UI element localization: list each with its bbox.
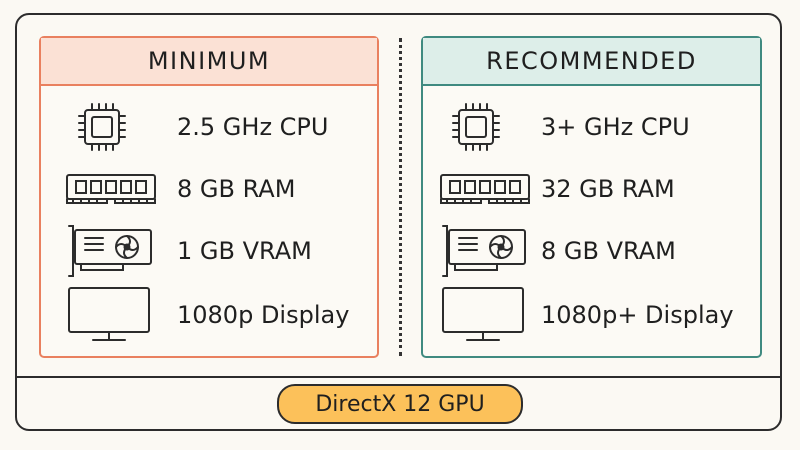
monitor-icon — [437, 284, 533, 346]
graphics-card-icon — [63, 220, 159, 282]
monitor-icon — [63, 284, 159, 346]
recommended-cpu-row: 3+ GHz CPU — [423, 96, 760, 158]
ram-module-icon — [437, 158, 533, 220]
recommended-display-row: 1080p+ Display — [423, 284, 760, 346]
minimum-display-row: 1080p Display — [41, 284, 377, 346]
minimum-ram-label: 8 GB RAM — [177, 175, 296, 203]
recommended-ram-row: 32 GB RAM — [423, 158, 760, 220]
minimum-ram-row: 8 GB RAM — [41, 158, 377, 220]
recommended-vram-label: 8 GB VRAM — [541, 237, 676, 265]
minimum-vram-row: 1 GB VRAM — [41, 220, 377, 282]
minimum-title: MINIMUM — [41, 38, 377, 86]
recommended-ram-label: 32 GB RAM — [541, 175, 675, 203]
minimum-display-label: 1080p Display — [177, 301, 350, 329]
directx-badge: DirectX 12 GPU — [277, 384, 523, 424]
minimum-cpu-row: 2.5 GHz CPU — [41, 96, 377, 158]
minimum-vram-label: 1 GB VRAM — [177, 237, 312, 265]
cpu-chip-icon — [437, 96, 533, 158]
cpu-chip-icon — [63, 96, 159, 158]
graphics-card-icon — [437, 220, 533, 282]
ram-module-icon — [63, 158, 159, 220]
column-divider — [399, 38, 402, 356]
footer-separator — [15, 376, 782, 378]
recommended-title: RECOMMENDED — [423, 38, 760, 86]
recommended-display-label: 1080p+ Display — [541, 301, 734, 329]
recommended-cpu-label: 3+ GHz CPU — [541, 113, 690, 141]
minimum-panel: MINIMUM — [39, 36, 379, 358]
recommended-panel: RECOMMENDED — [421, 36, 762, 358]
minimum-cpu-label: 2.5 GHz CPU — [177, 113, 329, 141]
recommended-vram-row: 8 GB VRAM — [423, 220, 760, 282]
